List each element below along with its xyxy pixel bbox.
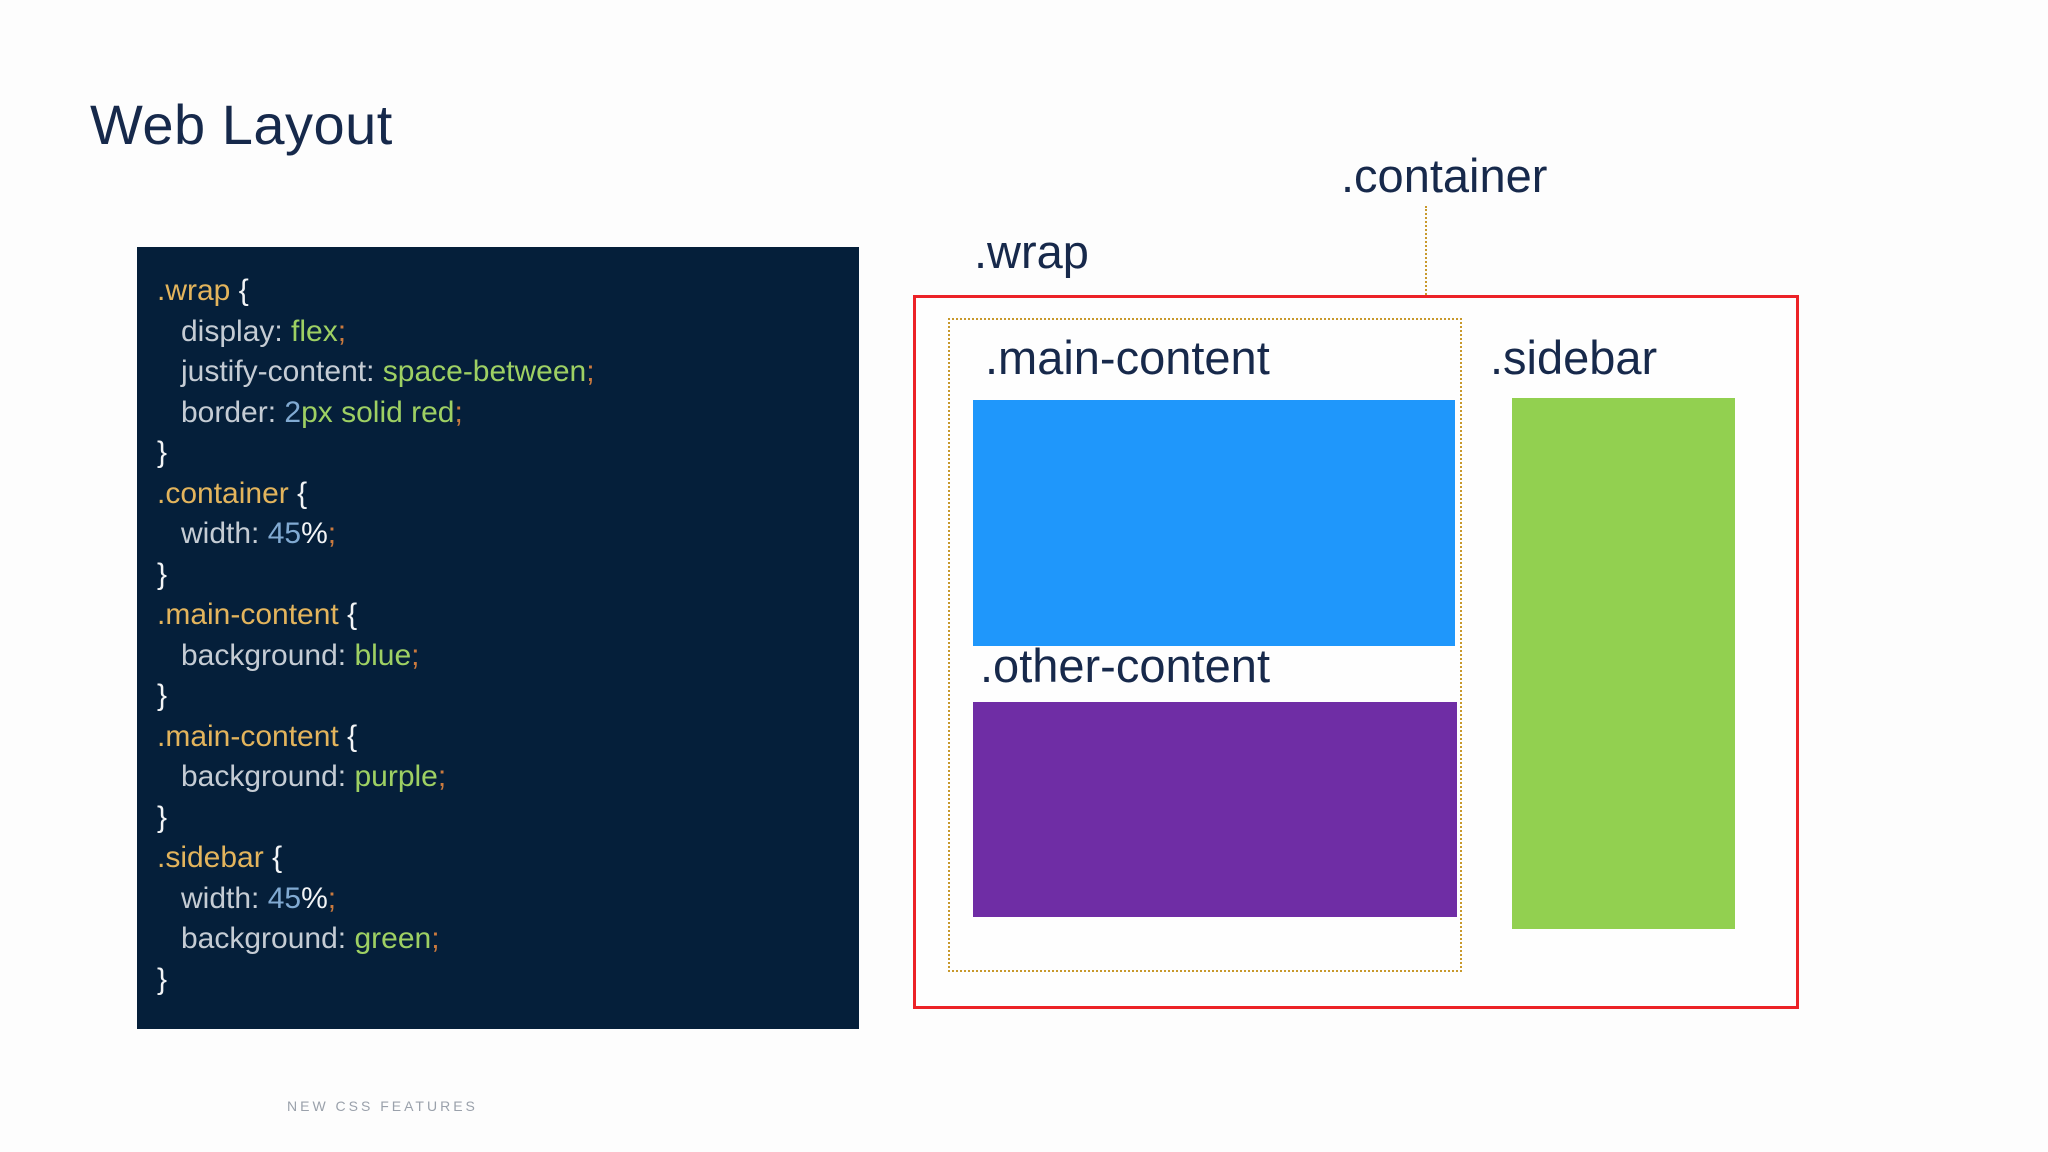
code-token: } [157,557,168,591]
code-line: } [157,555,859,596]
code-token: 45 [267,517,302,550]
code-line: background: green; [157,919,859,960]
code-token: purple [354,760,438,793]
code-token: .wrap [157,274,231,307]
sidebar-label: .sidebar [1490,331,1658,384]
container-leader-line [1425,206,1427,318]
code-token: display: [181,314,283,348]
code-line: width: 45%; [157,514,859,555]
code-token: green [354,922,432,955]
other-content-label: .other-content [980,639,1271,692]
code-line: justify-content: space-between; [157,352,859,393]
code-token: background: [181,922,355,955]
code-line: } [157,676,859,717]
sidebar-block [1512,398,1735,929]
code-token: width: [181,517,268,550]
code-token: ; [431,922,440,955]
code-token: 45 [267,881,302,915]
code-line: background: blue; [157,636,859,677]
code-token: ; [411,638,420,672]
code-token: { [230,274,249,307]
other-content-block [973,702,1457,917]
code-token: blue [354,638,412,672]
code-line: border: 2px solid red; [157,393,859,434]
code-token: ; [454,395,463,429]
code-token: space-between [382,355,587,388]
code-line: .main-content { [157,717,859,758]
code-token: px solid red [301,395,455,429]
main-content-block [973,400,1455,646]
code-token: { [288,476,308,510]
footer-text: NEW CSS FEATURES [287,1098,478,1114]
code-line: background: purple; [157,757,859,798]
code-token: width: [181,881,268,915]
code-line: .wrap { [157,271,859,312]
container-box: .main-content .other-content [948,318,1462,972]
code-token: ; [327,881,337,915]
code-token: % [301,517,328,550]
code-token: } [157,436,168,469]
code-token: background: [181,760,355,793]
code-panel: .wrap {display: flex;justify-content: sp… [137,247,859,1029]
code-token: ; [437,760,447,793]
code-line: .container { [157,474,859,515]
code-token: } [157,679,168,712]
code-token: ; [586,355,595,388]
code-token: 2 [284,395,302,429]
code-token: { [338,719,358,753]
main-content-label: .main-content [985,331,1270,384]
wrap-label: .wrap [974,225,1089,278]
code-line: } [157,960,859,1001]
code-token: flex [282,314,338,348]
code-token: .sidebar [157,841,264,874]
wrap-box: .main-content .other-content .sidebar [913,295,1799,1009]
sidebar-area: .sidebar [1490,330,1750,970]
code-token: justify-content: [181,355,383,388]
page-title: Web Layout [90,93,393,156]
code-token: } [157,800,168,834]
code-token: background: [181,638,355,672]
code-token: ; [337,314,347,348]
css-code-block: .wrap {display: flex;justify-content: sp… [157,271,859,1000]
code-line: width: 45%; [157,879,859,920]
code-token: border: [181,395,285,429]
code-token: .main-content [157,719,339,753]
code-line: .sidebar { [157,838,859,879]
code-token: { [263,841,283,874]
code-line: display: flex; [157,312,859,353]
code-token: } [157,962,168,996]
code-token: .container [157,476,289,510]
code-line: } [157,798,859,839]
code-line: .main-content { [157,595,859,636]
code-token: ; [327,517,337,550]
code-token: .main-content [157,598,339,631]
code-token: { [338,598,358,631]
code-token: % [301,881,328,915]
code-line: } [157,433,859,474]
container-label: .container [1341,149,1548,202]
